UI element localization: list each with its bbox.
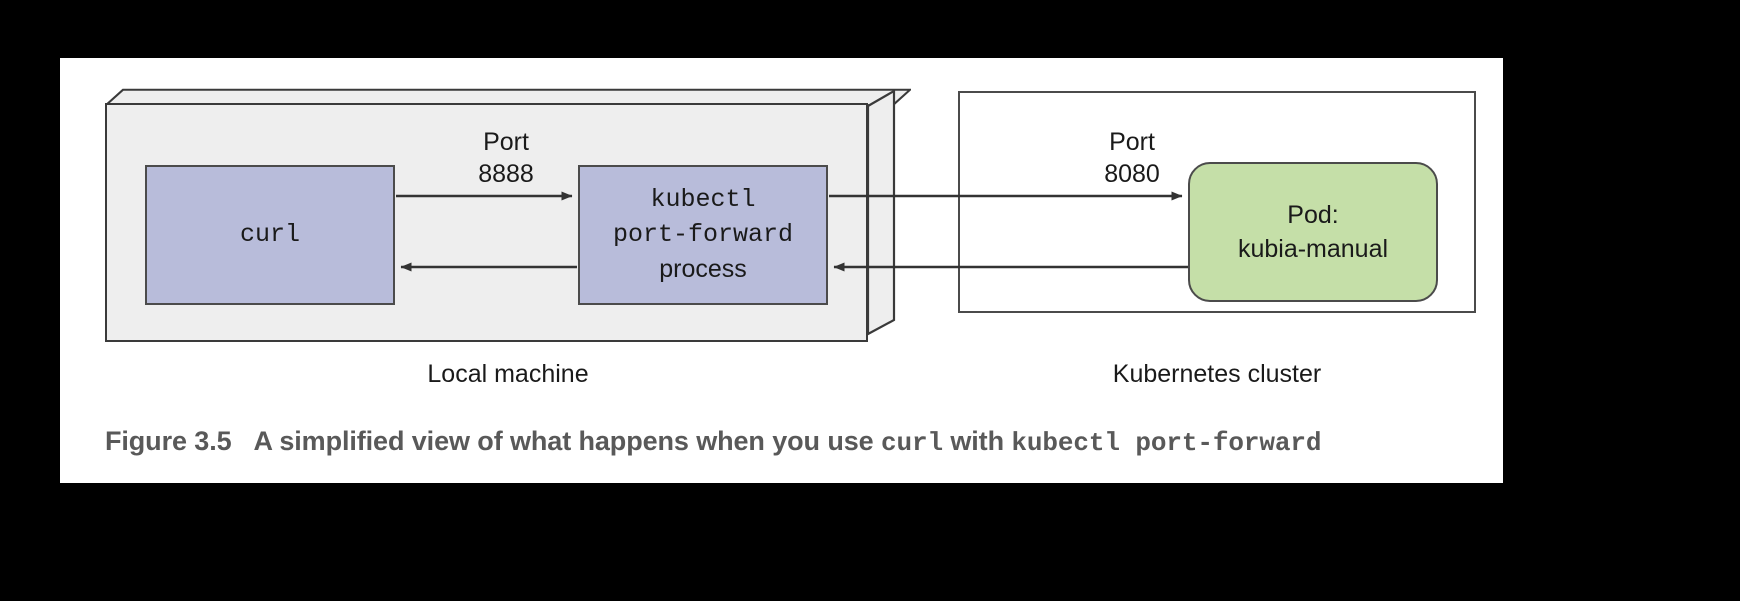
port-8888-annotation: Port 8888 [446,126,566,190]
curl-node[interactable]: curl [145,165,395,305]
port-8080-line1: Port [1109,128,1155,156]
figure-caption-number: Figure 3.5 [105,426,232,456]
kubectl-port-forward-node[interactable]: kubectl port-forward process [578,165,828,305]
kubectl-node-line2: port-forward [612,219,794,249]
figure-caption-code-kubectl: kubectl port-forward [1011,428,1322,458]
curl-node-label: curl [239,219,300,249]
kubernetes-cluster-caption: Kubernetes cluster [1112,360,1322,388]
local-machine-caption: Local machine [427,360,589,388]
figure-caption: Figure 3.5 A simplified view of what happ… [105,426,1465,458]
kubectl-node-line1: kubectl [650,185,756,215]
figure-caption-text-2: with [942,426,1012,456]
local-machine-right-bevel [866,90,896,336]
port-8888-line2: 8888 [478,160,534,188]
pod-node-line1: Pod: [1287,200,1339,229]
pod-node[interactable]: Pod: kubia-manual [1188,162,1438,302]
port-8888-line1: Port [483,128,529,156]
figure-caption-code-curl: curl [880,428,943,458]
port-8080-annotation: Port 8080 [1072,126,1192,190]
page-sheet: curl kubectl port-forward process Pod: k… [60,58,1503,483]
kubectl-node-line3: process [659,255,747,284]
pod-node-line2: kubia-manual [1237,235,1389,263]
port-8080-line2: 8080 [1104,160,1160,188]
figure-caption-text-1: A simplified view of what happens when y… [253,426,881,456]
